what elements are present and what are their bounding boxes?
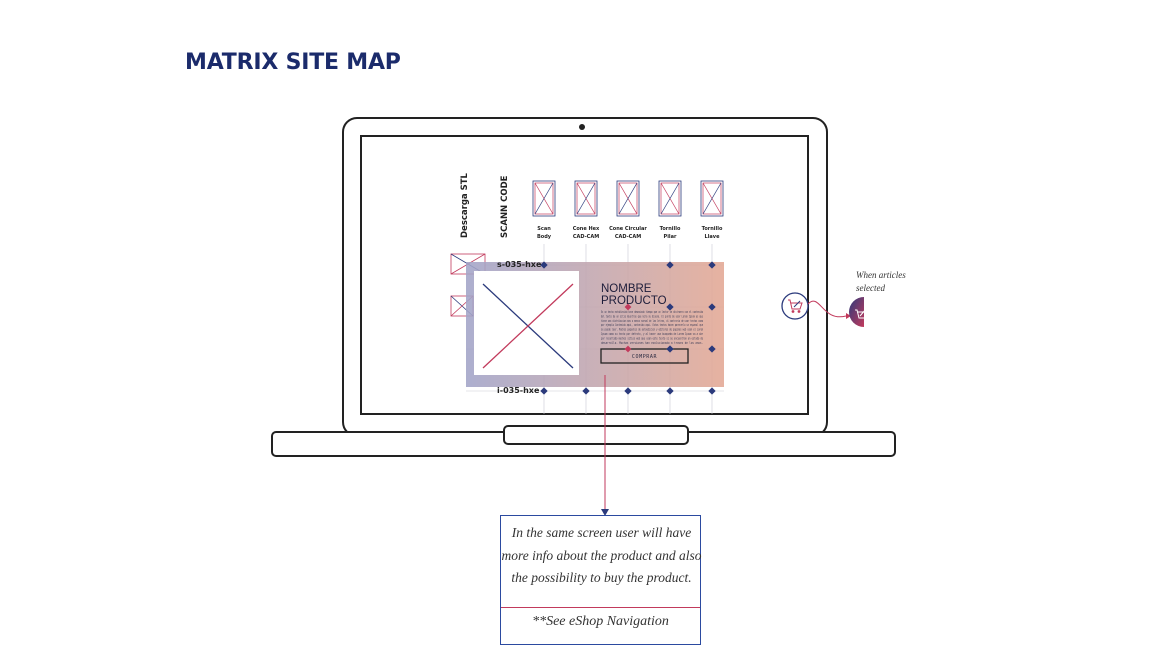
grid-marker [666,345,674,353]
cart-note-line-1: When articles [856,270,906,280]
grid-marker [708,345,716,353]
grid-marker [708,387,716,395]
grid-marker [666,303,674,311]
buy-button[interactable]: COMPRAR [600,348,689,364]
cart-selected-icon[interactable] [849,297,876,327]
cart-arrow-head [846,313,851,319]
grid-marker [624,387,632,395]
product-description-line: tiene una distribucion mas o menos norma… [601,319,703,323]
column-1-label-line-2: Body [537,234,552,240]
product-description-line: desarrollo. Muchas versiones han evoluci… [601,341,703,345]
product-description-line: se puede leer. Muchos paquetes de autoed… [601,328,703,332]
page-title: MATRIX SITE MAP [185,50,401,75]
laptop-trackpad [503,425,689,445]
grid-marker [666,261,674,269]
eshop-navigation-link[interactable]: **See eShop Navigation [532,614,669,629]
buy-button-label: COMPRAR [632,354,658,360]
column-3-label-line-1: Cone Circular [609,226,647,232]
grid-marker [708,261,716,269]
column-5-label-line-1: Tornillo [702,226,723,232]
product-name-line-1: NOMBRE [601,283,652,295]
cart-button[interactable] [781,292,809,320]
grid-marker [540,387,548,395]
scann-code-label: SCANN CODE [500,175,510,238]
grid-marker [666,387,674,395]
row-label-1: s-035-hxe [497,260,542,269]
product-description-line: del texto de un sitio mientras que mira … [601,314,703,318]
product-description-line: por resultado muchos sitios web que usan… [601,336,703,340]
row-label-2: i-035-hxe [497,386,540,395]
product-description-line: Ipsum como su texto por defecto, y al ha… [601,332,703,336]
product-description: Es un hecho establecido hace demasiado t… [601,310,703,345]
column-3-label-line-2: CAD-CAM [615,234,641,240]
column-1-label-line-1: Scan [537,226,551,232]
webcam-icon [579,124,585,130]
column-5-label-line-2: Llave [705,234,721,240]
grid-marker [582,387,590,395]
info-box: In the same screen user will have more i… [500,515,702,645]
product-panel: NOMBRE PRODUCTO Es un hecho establecido … [466,262,724,387]
product-name-line-2: PRODUCTO [601,295,667,307]
column-4-label-line-2: Pilar [664,234,677,240]
cart-arrow [807,300,847,318]
cart-note-line-2: selected [856,283,885,293]
descarga-stl-label: Descarga STL [460,172,470,238]
column-2-label-line-2: CAD-CAM [573,234,599,240]
product-description-line: por ejemplo Contenido aqui, contenido aq… [601,323,703,327]
cart-icon [788,299,803,313]
column-2-label-line-1: Cone Hex [573,226,600,232]
grid-marker [708,303,716,311]
grid-marker [540,261,548,269]
column-4-label-line-1: Tornillo [660,226,681,232]
info-connector-arrow [601,509,609,516]
info-box-divider [501,607,700,608]
info-box-text: In the same screen user will have more i… [501,525,702,585]
product-description-line: Es un hecho establecido hace demasiado t… [601,310,703,314]
